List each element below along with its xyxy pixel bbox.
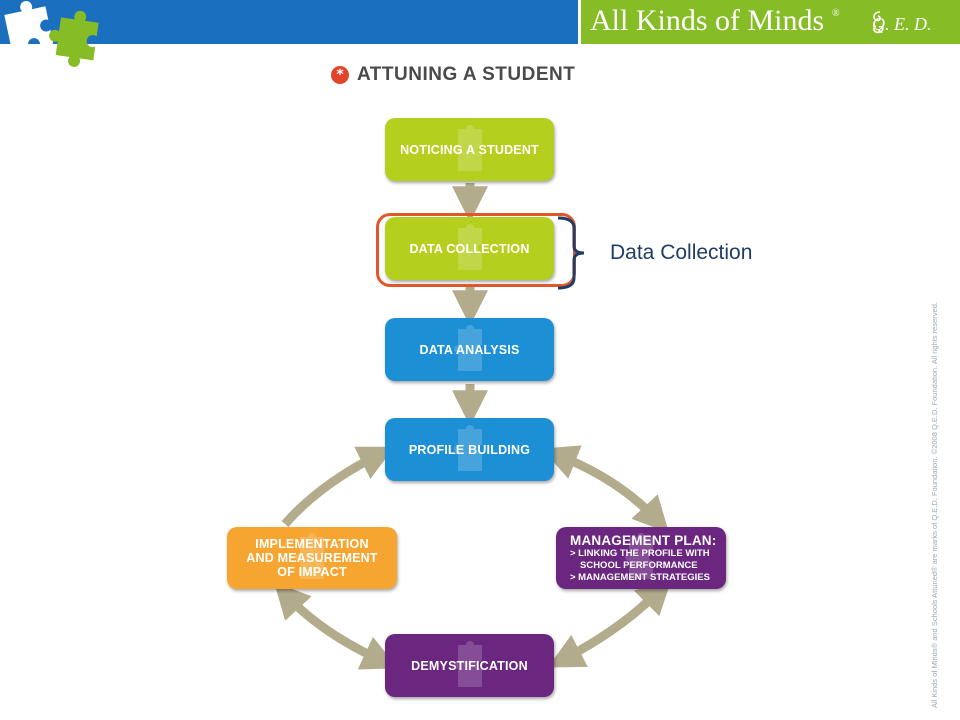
header-bar-green: [581, 0, 960, 44]
node-data-analysis: DATA ANALYSIS: [385, 318, 554, 381]
management-plan-item: > MANAGEMENT STRATEGIES: [570, 571, 710, 583]
copyright-credit: All Kinds of Minds® and Schools Attuned®…: [930, 302, 939, 708]
page-title: * ATTUNING A STUDENT: [331, 64, 575, 86]
puzzle-piece-icon: [625, 533, 653, 579]
node-management-plan: MANAGEMENT PLAN: > LINKING THE PROFILE W…: [556, 527, 726, 589]
node-implementation: IMPLEMENTATION AND MEASUREMENT OF IMPACT: [227, 527, 397, 589]
arrow-implementation-to-profile: [281, 446, 395, 527]
right-brace-icon: [557, 216, 585, 290]
puzzle-piece-icon: [453, 223, 482, 270]
qed-swirl-icon: [873, 11, 884, 34]
puzzle-piece-icon: [453, 324, 482, 371]
title-text: ATTUNING A STUDENT: [357, 64, 576, 85]
node-label: DATA ANALYSIS: [419, 342, 520, 357]
node-label-line3: OF IMPACT: [277, 565, 347, 579]
qed-text: Q. E. D.: [872, 14, 932, 34]
management-plan-item: SCHOOL PERFORMANCE: [580, 559, 698, 571]
puzzle-piece-icon: [453, 124, 482, 171]
arrow-management-demystification: [547, 578, 673, 668]
arrow-profile-management: [541, 445, 670, 533]
node-noticing-a-student: NOTICING A STUDENT: [385, 118, 554, 181]
management-plan-item: > LINKING THE PROFILE WITH: [570, 547, 710, 559]
node-label: NOTICING A STUDENT: [400, 142, 539, 157]
header-bar-blue: [0, 0, 578, 44]
node-profile-building: PROFILE BUILDING: [385, 418, 554, 481]
arrow-demystification-implementation: [274, 582, 398, 670]
puzzle-pieces-icon: [4, 0, 99, 67]
puzzle-piece-icon: [453, 424, 482, 471]
node-label: PROFILE BUILDING: [408, 442, 531, 457]
node-label: DEMYSTIFICATION: [411, 658, 528, 673]
puzzle-piece-icon: [296, 533, 324, 579]
node-demystification: DEMYSTIFICATION: [385, 634, 554, 697]
node-label: DATA COLLECTION: [409, 241, 530, 256]
node-label-line1: IMPLEMENTATION: [255, 537, 369, 551]
brand-registered-mark: ®: [832, 8, 840, 19]
node-data-collection: DATA COLLECTION: [385, 217, 554, 280]
callout-label: Data Collection: [610, 241, 753, 264]
brand-name: All Kinds of Minds: [590, 4, 825, 37]
node-label-line2: AND MEASUREMENT: [246, 551, 378, 565]
asterisk-badge-icon: *: [331, 66, 349, 84]
data-collection-highlight: [376, 213, 576, 287]
management-plan-heading: MANAGEMENT PLAN:: [570, 532, 717, 548]
puzzle-piece-icon: [453, 640, 482, 687]
